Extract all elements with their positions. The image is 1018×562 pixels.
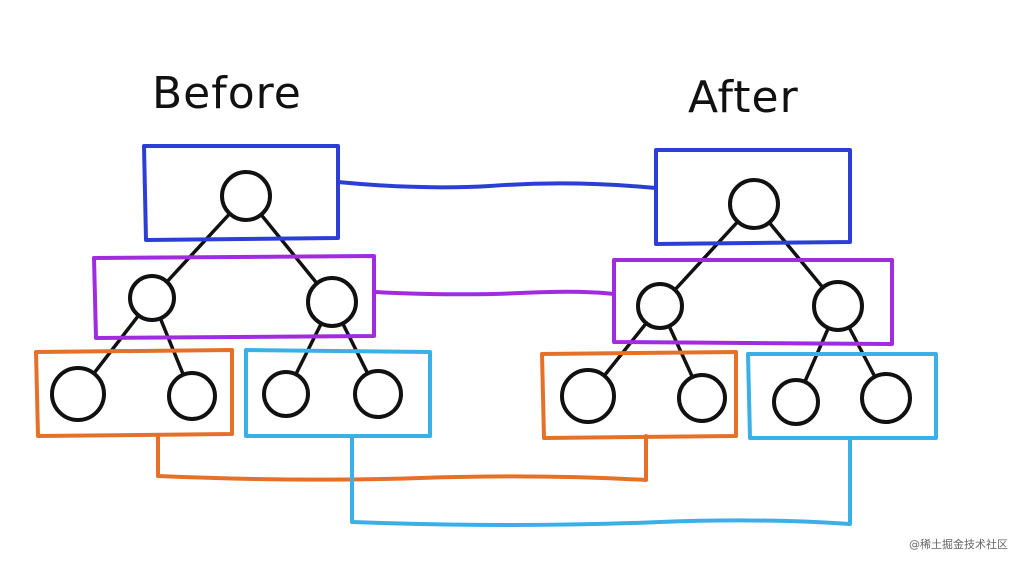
after-leaf-node-2 xyxy=(677,373,727,423)
title-before: Before xyxy=(152,68,302,119)
after-leaf-node-1 xyxy=(560,368,616,424)
link-right-subtree xyxy=(350,434,852,527)
before-root-node xyxy=(220,170,272,222)
after-leaf-node-3 xyxy=(772,378,820,426)
before-left-node xyxy=(128,274,176,322)
watermark: @稀土掘金技术社区 xyxy=(909,538,1008,551)
before-right-subtree-box xyxy=(244,348,432,438)
after-root-node xyxy=(728,178,780,230)
after-leaf-node-4 xyxy=(860,372,912,424)
after-right-subtree-box xyxy=(746,352,938,440)
after-level1-box xyxy=(654,148,852,246)
after-tree-nodes xyxy=(560,178,912,426)
link-level1 xyxy=(336,180,658,190)
before-right-node xyxy=(306,276,358,328)
before-level2-box xyxy=(92,254,376,340)
after-right-node xyxy=(812,280,864,332)
after-left-subtree-box xyxy=(540,350,738,440)
title-after: After xyxy=(688,72,799,123)
before-leaf-node-4 xyxy=(353,369,403,419)
after-left-node xyxy=(636,282,684,330)
before-tree-nodes xyxy=(50,170,403,422)
before-leaf-node-1 xyxy=(50,366,106,422)
link-level2 xyxy=(372,289,616,297)
link-left-subtree xyxy=(156,434,648,482)
before-leaf-node-2 xyxy=(167,371,217,421)
before-leaf-node-3 xyxy=(262,370,310,418)
before-left-subtree-box xyxy=(34,348,234,438)
after-level2-box xyxy=(612,258,894,346)
before-level1-box xyxy=(142,144,340,242)
